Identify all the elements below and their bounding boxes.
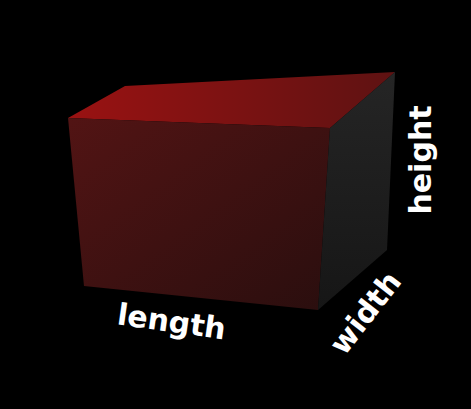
dimension-label: length: [116, 300, 228, 345]
front-face: [68, 118, 330, 310]
dimension-label: height: [406, 105, 436, 214]
